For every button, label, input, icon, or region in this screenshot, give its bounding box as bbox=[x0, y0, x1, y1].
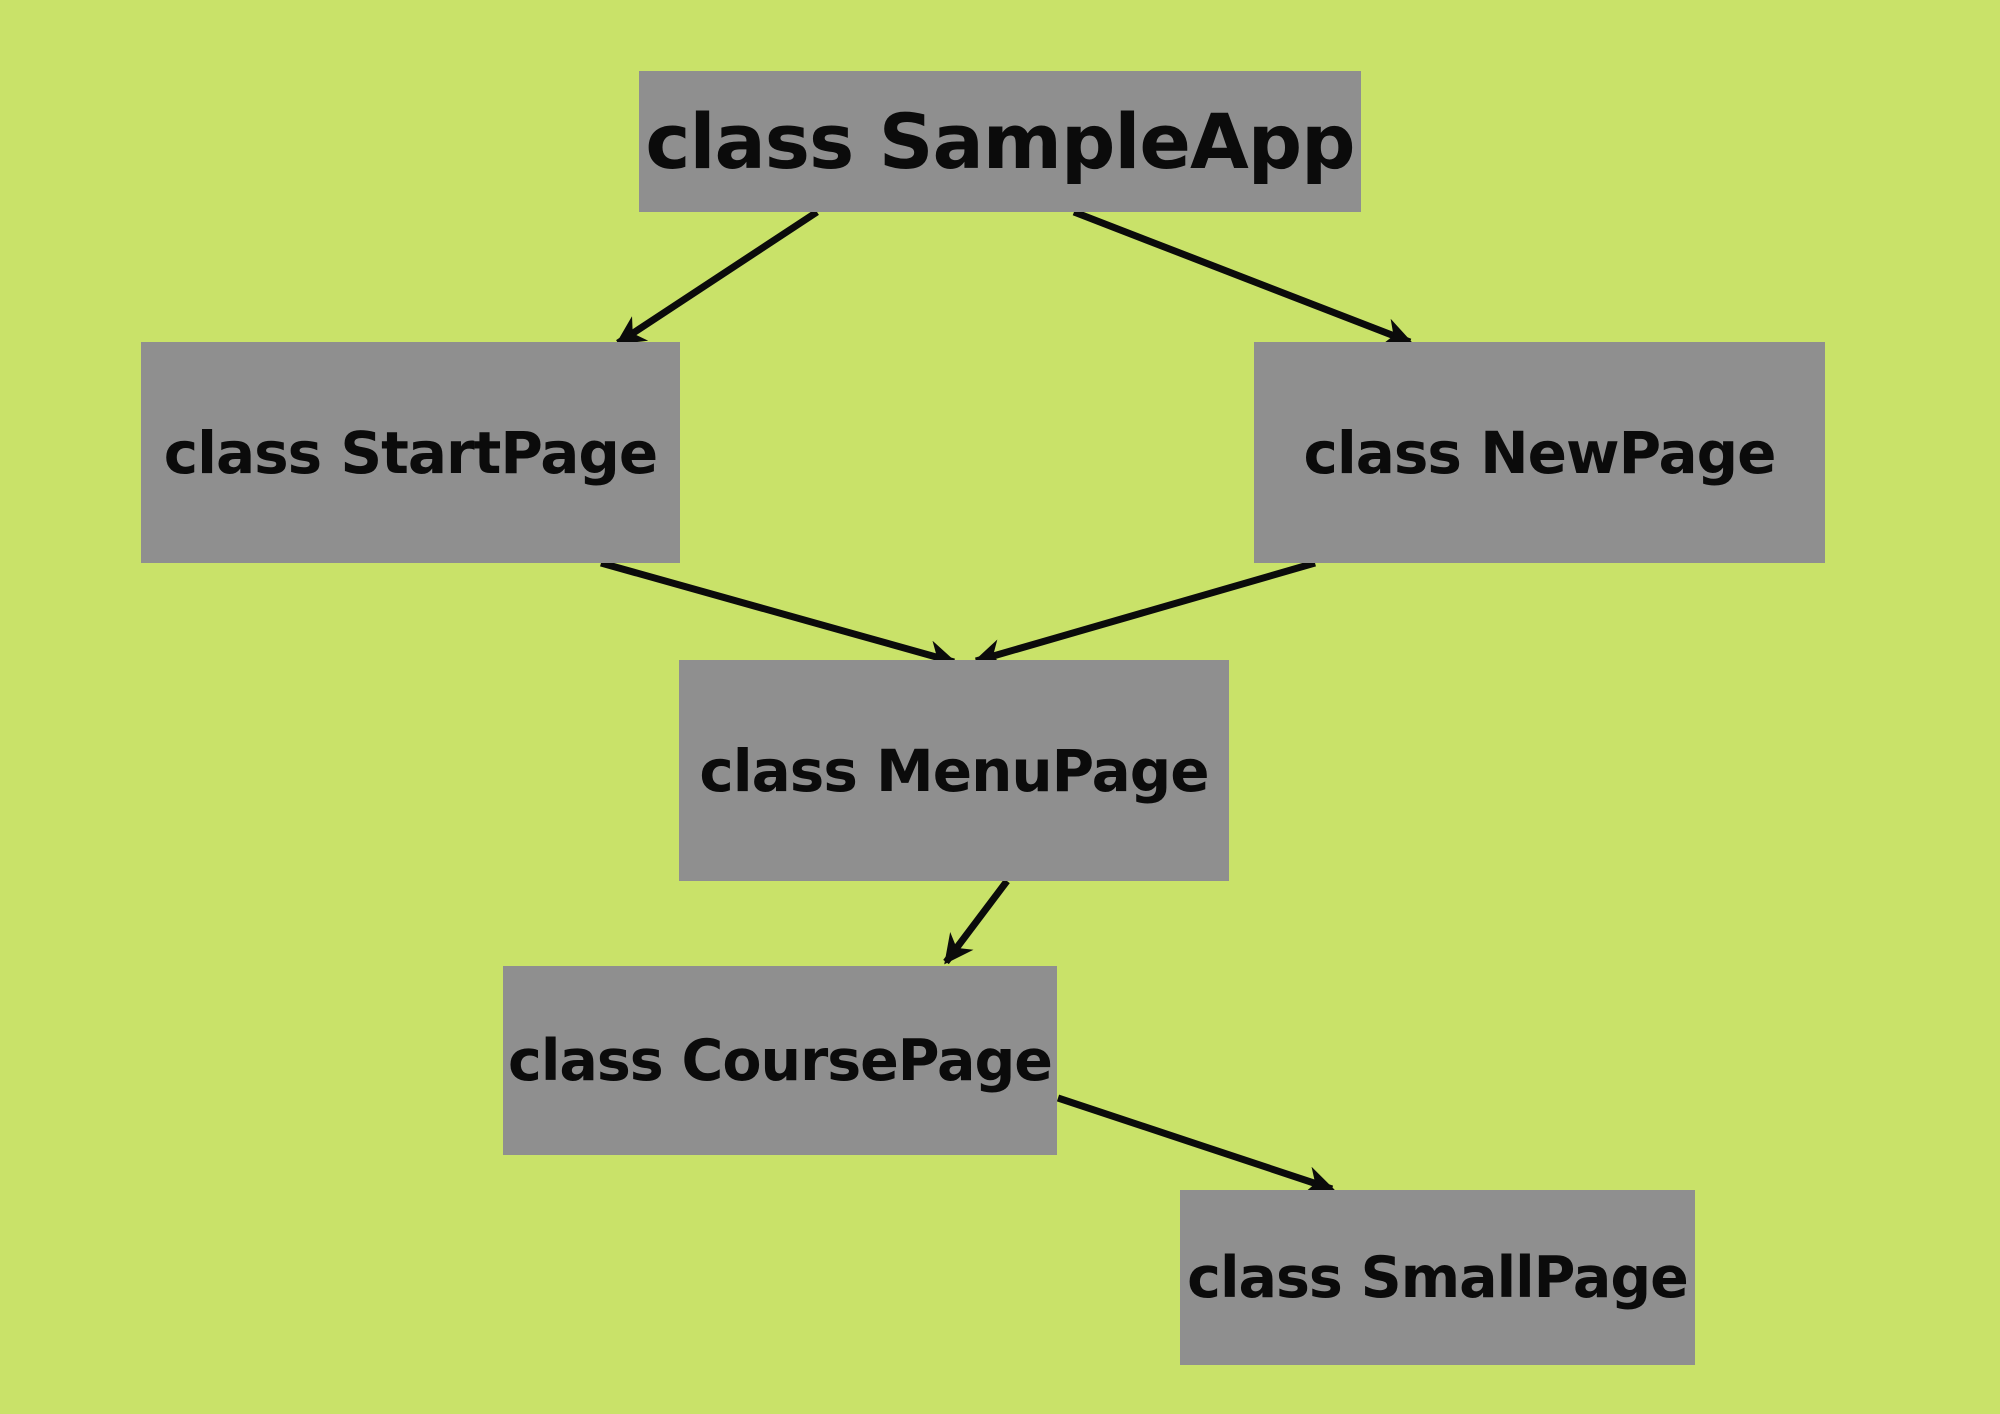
edge-sampleapp-newpage bbox=[1072, 208, 1413, 347]
node-startpage-label: class StartPage bbox=[163, 418, 659, 487]
node-smallpage-label: class SmallPage bbox=[1187, 1244, 1689, 1311]
edge-menupage-coursepage bbox=[943, 878, 1010, 965]
node-coursepage-label: class CoursePage bbox=[508, 1027, 1053, 1094]
node-sampleapp-label: class SampleApp bbox=[645, 97, 1355, 186]
node-newpage: class NewPage bbox=[1254, 342, 1825, 563]
edge-startpage-menupage bbox=[600, 559, 957, 670]
edge-coursepage-smallpage bbox=[1056, 1094, 1335, 1195]
node-smallpage: class SmallPage bbox=[1180, 1190, 1695, 1365]
node-newpage-label: class NewPage bbox=[1303, 418, 1776, 487]
node-startpage: class StartPage bbox=[141, 342, 680, 563]
edge-newpage-menupage bbox=[973, 559, 1316, 668]
node-sampleapp: class SampleApp bbox=[639, 71, 1361, 212]
edge-sampleapp-startpage bbox=[615, 209, 819, 346]
node-menupage: class MenuPage bbox=[679, 660, 1229, 881]
node-menupage-label: class MenuPage bbox=[699, 736, 1209, 805]
node-coursepage: class CoursePage bbox=[503, 966, 1057, 1155]
